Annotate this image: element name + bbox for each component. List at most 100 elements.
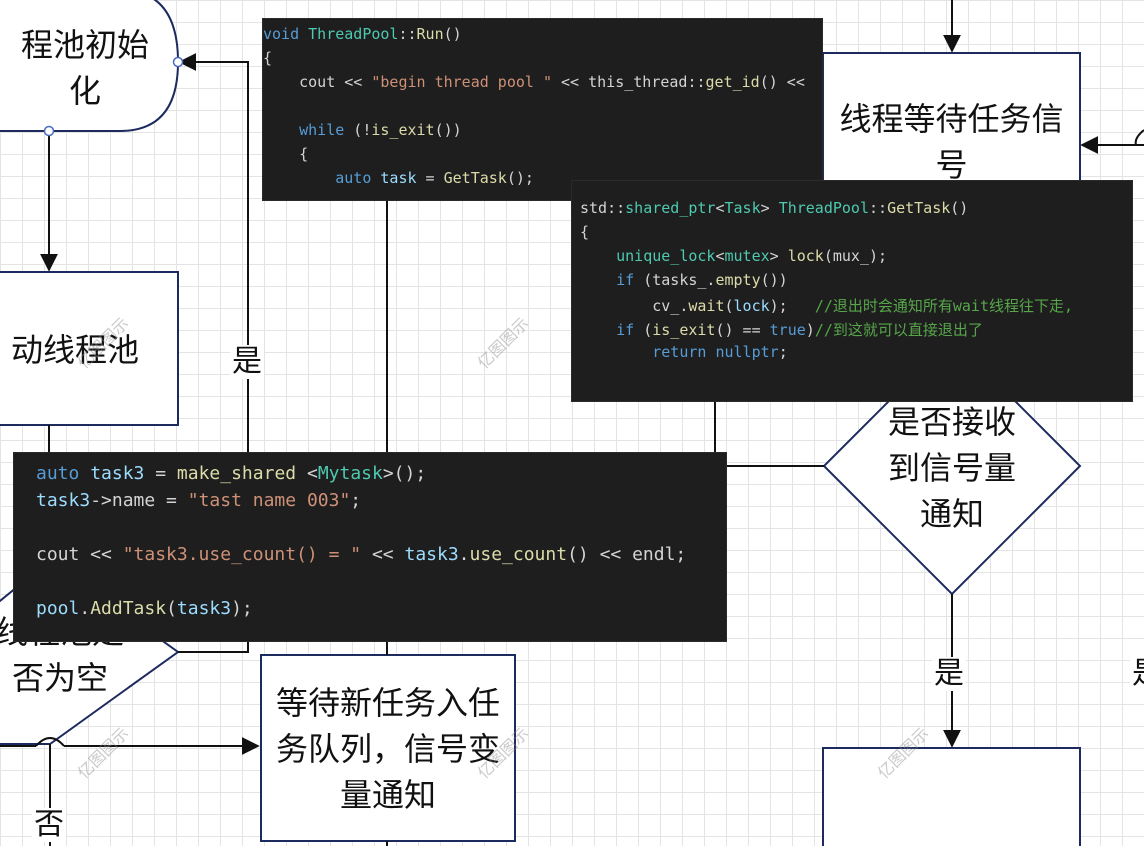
node-thread-wait: 线程等待任务信 号 (839, 100, 1064, 184)
code-panel-task3: auto task3 = make_shared <Mytask>();task… (13, 452, 727, 642)
code-token: = (416, 169, 444, 187)
code-token: = (144, 463, 177, 484)
code-token: return (652, 343, 707, 361)
code-token: //退出时会通知所有wait线程往下走, (814, 297, 1074, 315)
code-token: << (361, 544, 405, 565)
code-token: { (263, 49, 273, 67)
code-token: . (458, 544, 470, 565)
code-token: ; (350, 490, 362, 511)
code-token: { (580, 223, 590, 241)
code-line: { (580, 223, 1132, 247)
code-line (36, 517, 726, 544)
label-yes-right: 是 (932, 656, 966, 691)
code-token: void (263, 25, 309, 43)
bottom-right-shape (822, 747, 1081, 846)
wait-new-task-shape (260, 654, 516, 842)
code-token: cout << (263, 73, 372, 91)
node-received-signal: 是否接收 到信号量 通知 (887, 403, 1016, 533)
label-yes-far-right: 是 (1130, 657, 1144, 691)
code-token (580, 271, 616, 289)
label-yes-left: 是 (230, 344, 264, 379)
code-token: task3 (176, 598, 232, 619)
code-token: ()) (760, 271, 788, 289)
code-token: use_count (469, 544, 568, 565)
code-line: task3->name = "tast name 003"; (36, 490, 726, 517)
code-token: while (299, 121, 345, 139)
code-token: cv_. (580, 297, 689, 315)
code-panel-run: void ThreadPool::Run(){ cout << "begin t… (262, 18, 823, 201)
code-line: { (263, 49, 822, 73)
code-token: ()) (434, 121, 462, 139)
code-token: () (950, 199, 969, 217)
code-token: Task (724, 199, 761, 217)
code-token: "task3.use_count() = " (122, 544, 362, 565)
code-token (263, 169, 335, 187)
start-pool-shape (0, 271, 179, 426)
code-token: ->name = (90, 490, 188, 511)
code-line: pool.AddTask(task3); (36, 598, 726, 625)
code-token: (); (506, 169, 534, 187)
code-token: mutex (724, 247, 770, 265)
code-line: void ThreadPool::Run() (263, 25, 822, 49)
code-token: empty (715, 271, 761, 289)
code-token: Run (416, 25, 444, 43)
node-wait-new-task: 等待新任务入任 务队列，信号变 量通知 (275, 684, 500, 814)
code-line (36, 571, 726, 598)
code-token: ) (805, 321, 815, 339)
code-token: task3 (404, 544, 459, 565)
code-token: ThreadPool (308, 25, 399, 43)
code-token: is_exit (371, 121, 435, 139)
code-token: true (769, 321, 806, 339)
label-no-bottom: 否 (32, 807, 66, 842)
code-token: lock (787, 247, 824, 265)
code-token: auto (335, 169, 372, 187)
code-token: unique_lock (616, 247, 716, 265)
code-token: //到这就可以直接退出了 (814, 321, 983, 339)
code-token: shared_ptr (625, 199, 716, 217)
code-token: GetTask (887, 199, 951, 217)
code-token: task (380, 169, 417, 187)
code-token: >(); (382, 463, 427, 484)
code-token: nullptr (715, 343, 779, 361)
code-token: { (263, 145, 309, 163)
code-token: < (715, 247, 725, 265)
code-token: ; (778, 343, 788, 361)
code-line: while (!is_exit()) (263, 121, 822, 145)
code-token: ); (769, 297, 815, 315)
code-token: ( (166, 598, 177, 619)
code-token: lock (733, 297, 770, 315)
code-token: (tasks_. (634, 271, 716, 289)
code-line: if (is_exit() == true)//到这就可以直接退出了 (580, 319, 1132, 343)
thread-wait-shape (822, 52, 1081, 189)
code-token: ThreadPool (778, 199, 869, 217)
code-token (580, 247, 616, 265)
code-token: (! (344, 121, 372, 139)
code-line: if (tasks_.empty()) (580, 271, 1132, 295)
code-token: < (296, 463, 318, 484)
node-start-pool: 动线程池 (10, 331, 139, 369)
code-token: > (769, 247, 788, 265)
code-line: cv_.wait(lock); //退出时会通知所有wait线程往下走, (580, 295, 1132, 319)
code-line: { (263, 145, 822, 169)
code-line: return nullptr; (580, 343, 1132, 367)
code-token: << this_thread:: (552, 73, 706, 91)
code-token: cout << (36, 544, 123, 565)
code-token: :: (869, 199, 888, 217)
code-token: if (616, 271, 635, 289)
code-token: std:: (580, 199, 626, 217)
code-token: AddTask (90, 598, 167, 619)
code-line (263, 97, 822, 121)
code-line: cout << "task3.use_count() = " << task3.… (36, 544, 726, 571)
code-token: make_shared (176, 463, 297, 484)
code-line: unique_lock<mutex> lock(mux_); (580, 247, 1132, 271)
code-token: () == (715, 321, 770, 339)
code-token (263, 121, 299, 139)
code-token: () (443, 25, 462, 43)
code-token: () << endl; (567, 544, 687, 565)
code-token: ( (634, 321, 653, 339)
code-token: pool (36, 598, 80, 619)
code-line: cout << "begin thread pool " << this_thr… (263, 73, 822, 97)
code-token: if (616, 321, 635, 339)
code-token: is_exit (652, 321, 716, 339)
